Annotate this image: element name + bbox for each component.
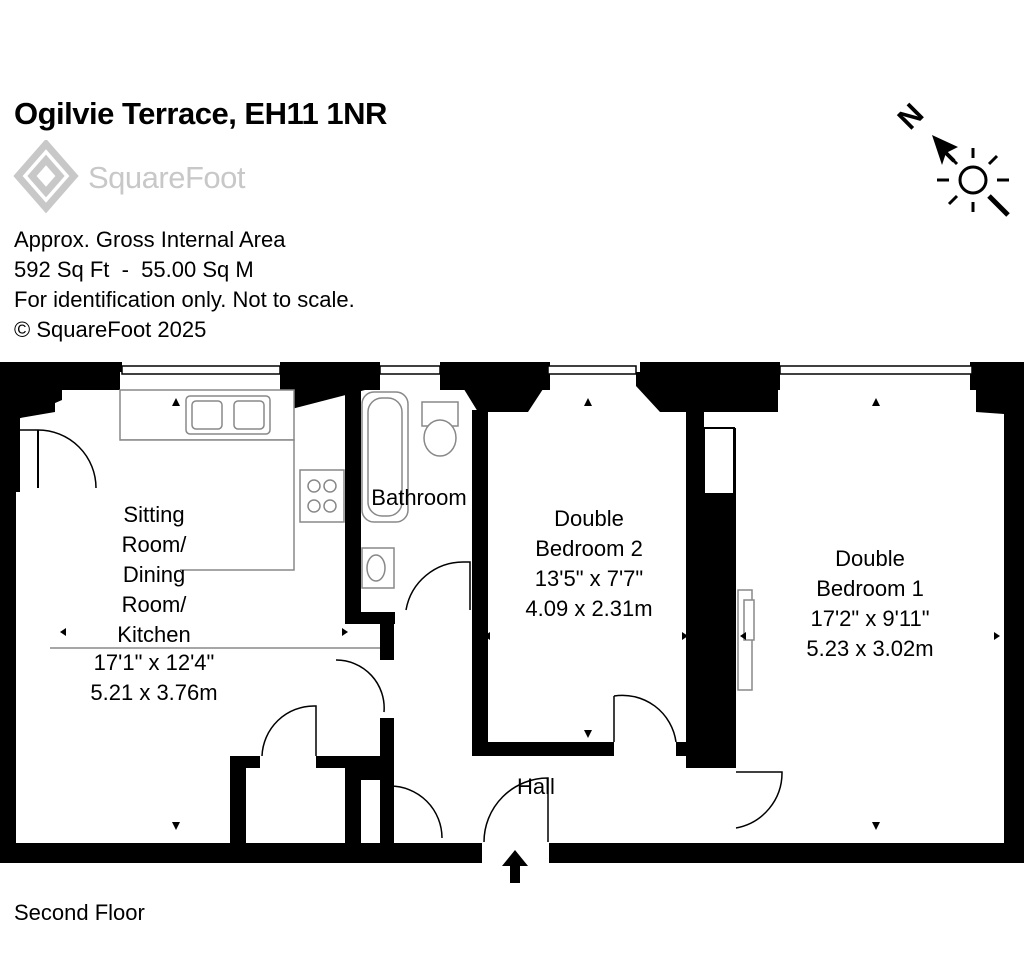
bedroom2-label-2: Bedroom 2 <box>535 536 643 561</box>
entrance-arrow-icon <box>502 850 528 883</box>
hall-label: Hall <box>517 774 555 799</box>
squarefoot-logo <box>13 140 79 214</box>
dimension-markers <box>60 398 1000 830</box>
floor-label: Second Floor <box>14 900 145 925</box>
page-title: Ogilvie Terrace, EH11 1NR <box>14 96 387 131</box>
bathroom-label: Bathroom <box>371 485 466 510</box>
bedroom2-label-1: Double <box>554 506 624 531</box>
copyright: © SquareFoot 2025 <box>14 317 207 342</box>
brand-name: SquareFoot <box>88 160 246 195</box>
north-label: N <box>892 97 931 136</box>
sun-icon <box>937 148 1010 217</box>
sitting-room-label-2: Room/ <box>122 532 188 557</box>
bedroom2-dims-imperial: 13'5" x 7'7" <box>535 566 643 591</box>
bedroom1-dims-metric: 5.23 x 3.02m <box>806 636 933 661</box>
sitting-room-label-4: Room/ <box>122 592 188 617</box>
sitting-room-dims-imperial: 17'1" x 12'4" <box>94 650 215 675</box>
area-values: 592 Sq Ft - 55.00 Sq M <box>14 257 254 282</box>
door-swings <box>16 429 783 843</box>
floor-plan: Sitting Room/ Dining Room/ Kitchen 17'1"… <box>0 362 1024 883</box>
interior-walls <box>230 372 736 846</box>
disclaimer: For identification only. Not to scale. <box>14 287 355 312</box>
area-caption: Approx. Gross Internal Area <box>14 227 286 252</box>
sitting-room-label-3: Dining <box>123 562 185 587</box>
windows <box>121 365 973 375</box>
fixtures <box>50 389 755 691</box>
sitting-room-dims-metric: 5.21 x 3.76m <box>90 680 217 705</box>
bedroom2-dims-metric: 4.09 x 2.31m <box>525 596 652 621</box>
bedroom1-label-2: Bedroom 1 <box>816 576 924 601</box>
compass: N <box>892 97 1010 217</box>
bedroom1-dims-imperial: 17'2" x 9'11" <box>810 606 929 631</box>
sitting-room-label-5: Kitchen <box>117 622 190 647</box>
bedroom1-label-1: Double <box>835 546 905 571</box>
chimney-breasts <box>0 362 1024 492</box>
sitting-room-label-1: Sitting <box>123 502 184 527</box>
